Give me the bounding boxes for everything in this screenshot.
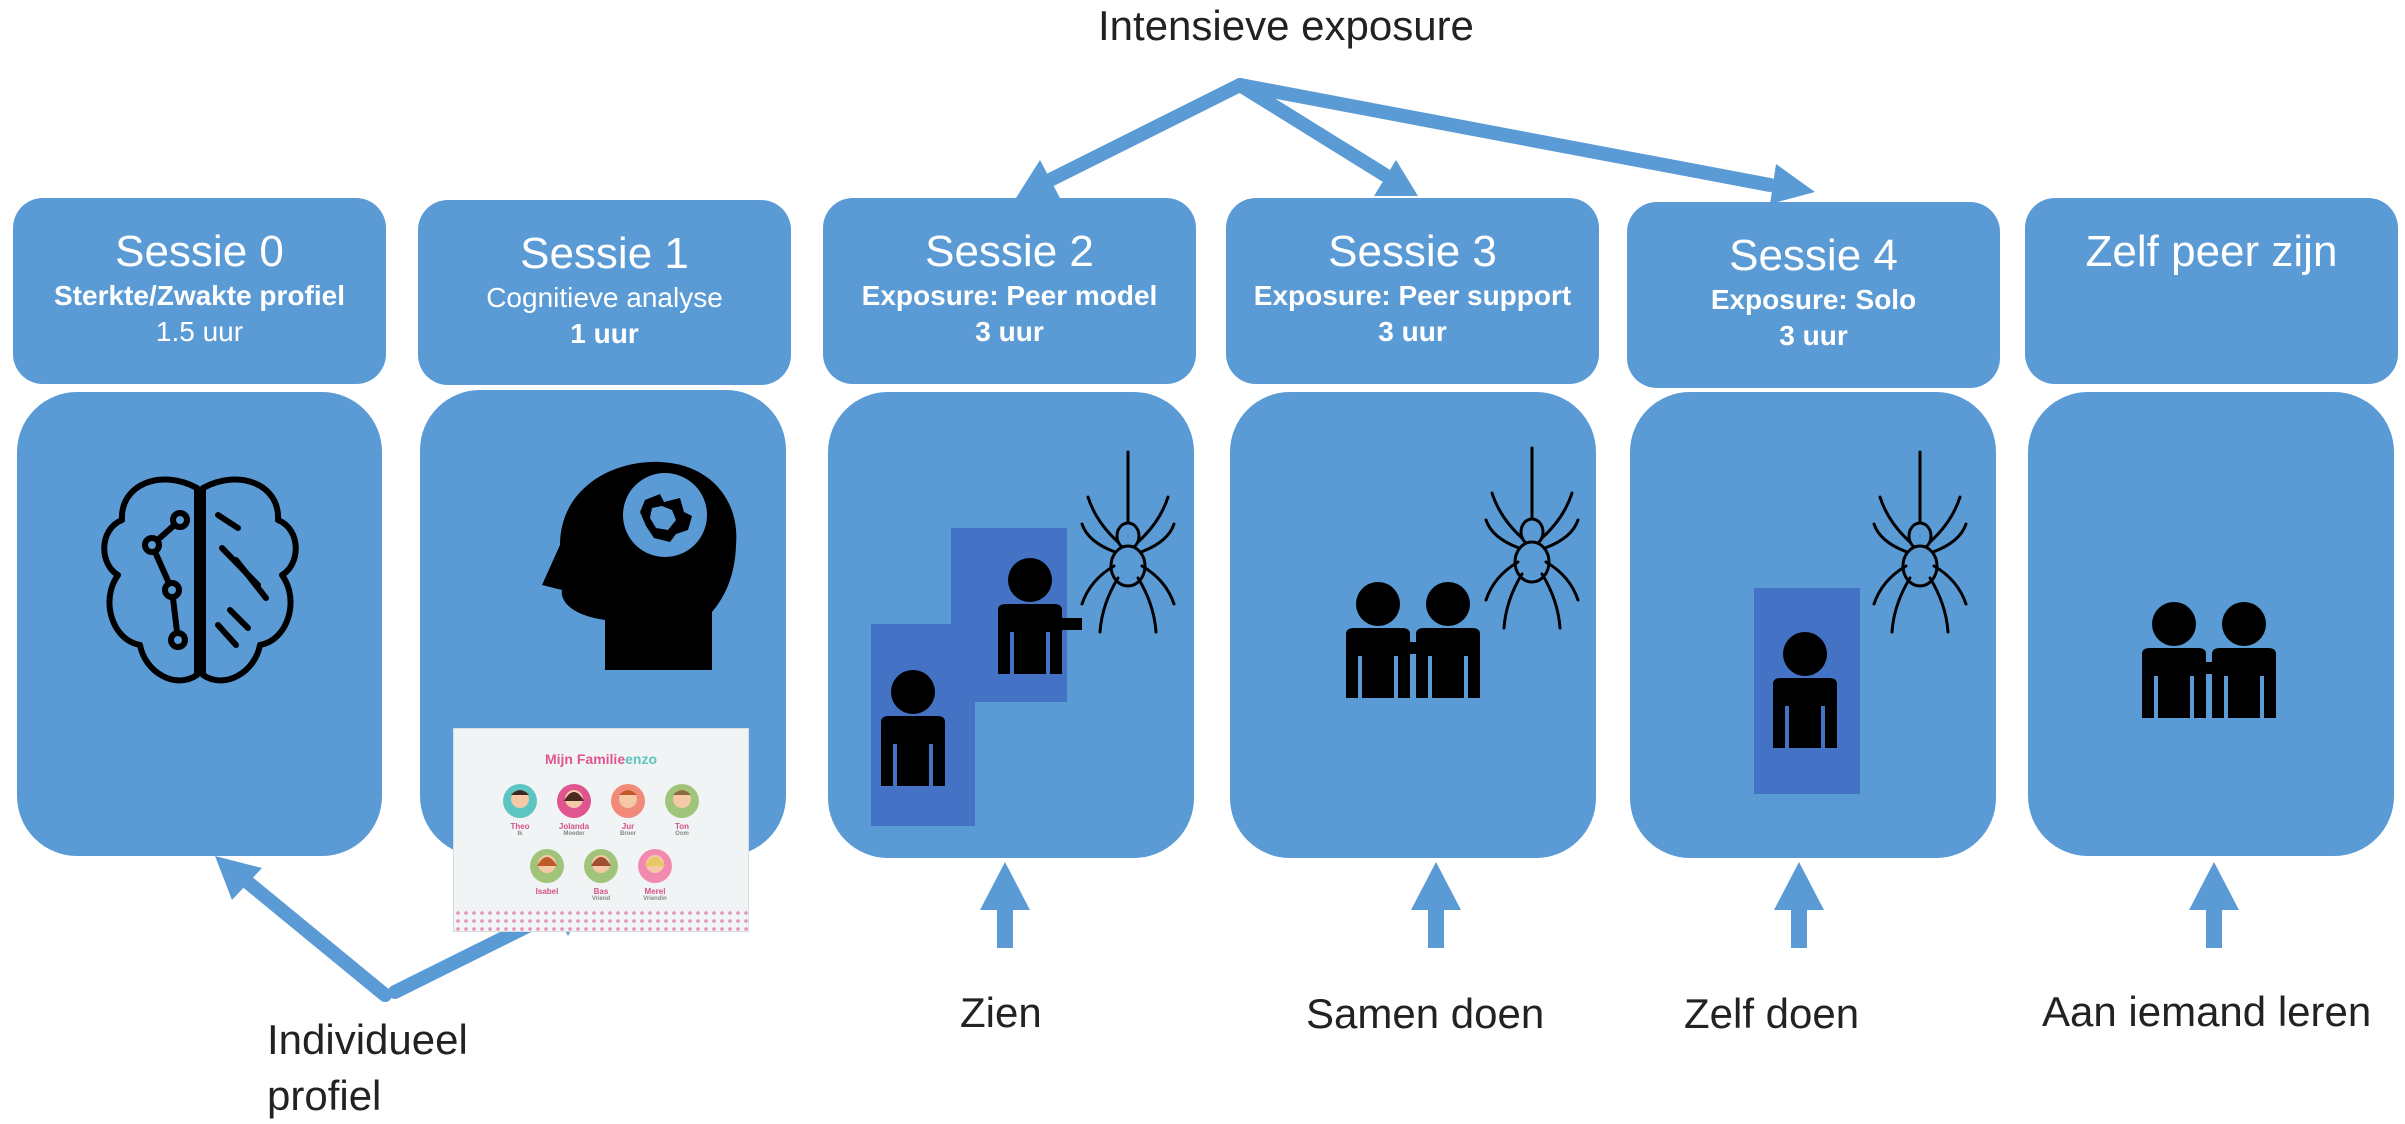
spider-icon-3 (1484, 446, 1580, 630)
session-3-header: Sessie 3 Exposure: Peer support 3 uur (1226, 198, 1599, 384)
individueel-label: Individueel (267, 1016, 468, 1063)
spider-icon-2 (1080, 450, 1176, 634)
up-arrows (980, 862, 2239, 948)
session-0-title: Sessie 0 (115, 227, 284, 276)
session-4-duration: 3 uur (1779, 320, 1848, 351)
spider-icon-4 (1872, 450, 1968, 634)
learner-person-icon (2212, 602, 2276, 718)
zien-label: Zien (960, 989, 1042, 1036)
session-5-panel (2028, 392, 2394, 856)
profiel-label: profiel (267, 1072, 382, 1119)
session-4-subtitle: Exposure: Solo (1710, 284, 1917, 315)
session-3-panel (1230, 392, 1596, 858)
exposure-arrows (1016, 78, 1815, 204)
zelf-doen-label: Zelf doen (1684, 990, 1860, 1037)
solo-person-icon (1773, 632, 1837, 748)
session-3-duration: 3 uur (1378, 316, 1447, 347)
family-card-border-dots (454, 909, 748, 931)
session-4-header: Sessie 4 Exposure: Solo 3 uur (1627, 202, 2000, 388)
peer-model-person-icon (998, 558, 1082, 674)
session-5-header: Zelf peer zijn (2025, 198, 2398, 384)
family-member: Isabel (535, 887, 559, 896)
intensieve-exposure-label: Intensieve exposure (1098, 2, 1474, 49)
session-2-duration: 3 uur (975, 316, 1044, 347)
session-1-title: Sessie 1 (520, 229, 689, 278)
session-3-title: Sessie 3 (1328, 227, 1497, 276)
head-puzzle-icon (542, 461, 737, 670)
session-1-header: Sessie 1 Cognitieve analyse 1 uur (418, 200, 791, 385)
session-0-header: Sessie 0 Sterkte/Zwakte profiel 1.5 uur (13, 198, 386, 384)
session-1-subtitle: Cognitieve analyse (486, 282, 723, 313)
session-0-subtitle: Sterkte/Zwakte profiel (54, 280, 345, 311)
session-2-header: Sessie 2 Exposure: Peer model 3 uur (823, 198, 1196, 384)
brain-icon (101, 476, 299, 684)
session-5-title: Zelf peer zijn (2085, 227, 2338, 276)
session-1-duration: 1 uur (570, 318, 639, 349)
samen-doen-label: Samen doen (1306, 990, 1545, 1037)
session-0-duration: 1.5 uur (155, 316, 244, 347)
session-4-title: Sessie 4 (1729, 231, 1898, 280)
session-3-subtitle: Exposure: Peer support (1253, 280, 1572, 311)
family-avatars (503, 784, 699, 883)
aan-iemand-leren-label: Aan iemand leren (2042, 988, 2372, 1035)
family-card-title: Mijn Familieenzo (544, 751, 657, 767)
session-2-title: Sessie 2 (925, 227, 1094, 276)
session-2-subtitle: Exposure: Peer model (861, 280, 1158, 311)
participant-person-icon (1416, 582, 1480, 698)
observer-person-icon (881, 670, 945, 786)
